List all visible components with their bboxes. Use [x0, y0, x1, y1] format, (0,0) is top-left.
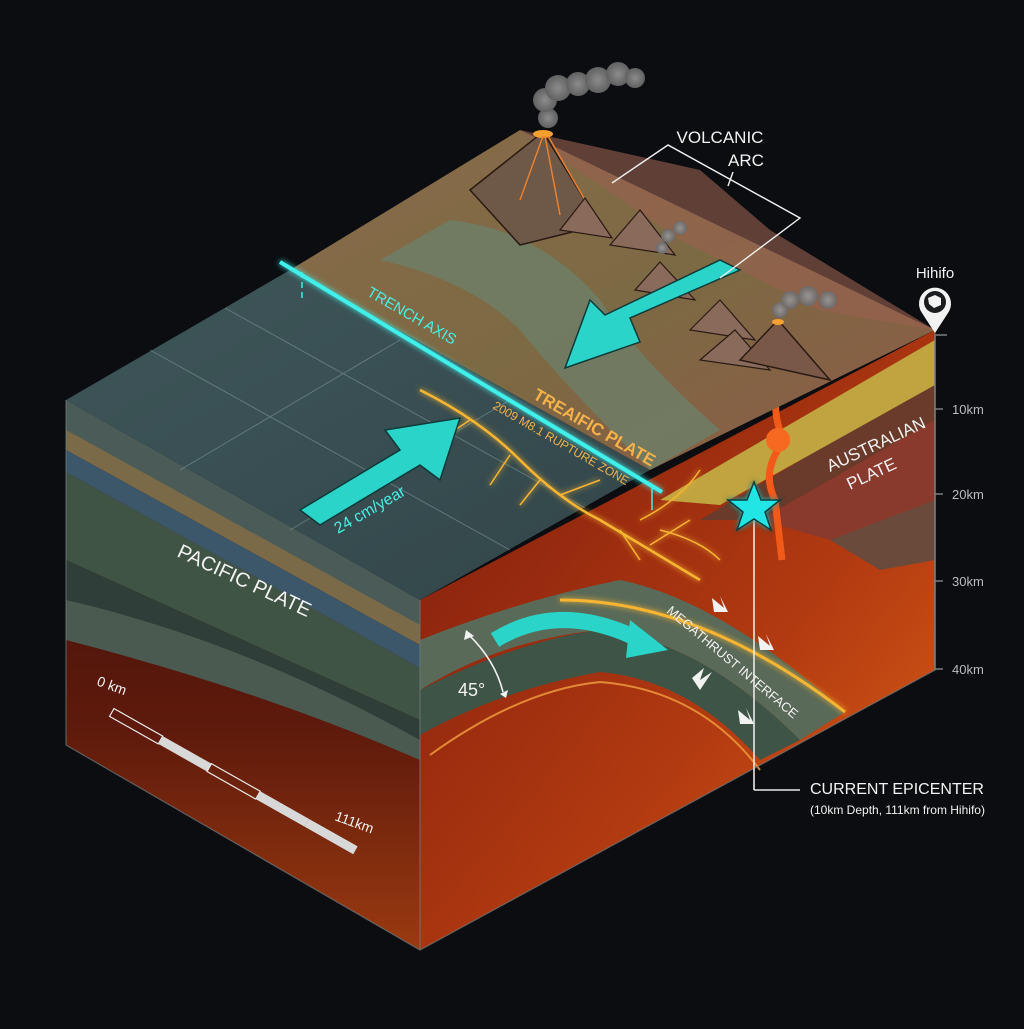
dip-angle-indicator — [464, 630, 508, 698]
epicenter-marker[interactable] — [725, 479, 800, 791]
volcanic-arc-label-2: ARC — [728, 151, 764, 170]
depth-tick-30: 30km — [952, 574, 984, 589]
arrow-icon[interactable] — [298, 417, 462, 526]
depth-tick-20: 20km — [952, 487, 984, 502]
epicenter-detail: (10km Depth, 111km from Hihifo) — [810, 803, 985, 817]
epicenter-title: CURRENT EPICENTER — [810, 781, 984, 798]
shear-arrows — [692, 596, 774, 724]
trench-axis-line — [278, 260, 664, 510]
arrow-icon — [490, 612, 668, 658]
volcanic-arc-label-1: VOLCANIC — [677, 128, 764, 147]
depth-scale — [934, 334, 947, 670]
distance-scale-bar — [108, 707, 358, 855]
star-icon — [725, 479, 783, 532]
block-front-left-face — [66, 400, 420, 950]
dip-angle-label: 45° — [458, 680, 485, 700]
arrow-icon[interactable] — [563, 259, 742, 370]
block-top-surface — [66, 130, 935, 600]
depth-tick-40: 40km — [952, 662, 984, 677]
volcanic-arc-leader — [611, 144, 802, 279]
smoke-plume-icon — [533, 62, 837, 318]
depth-tick-10: 10km — [952, 402, 984, 417]
volcano-icon — [468, 130, 833, 382]
map-pin-australia-icon[interactable] — [919, 287, 951, 333]
block-front-right-face — [420, 330, 935, 950]
location-name: Hihifo — [916, 265, 954, 282]
